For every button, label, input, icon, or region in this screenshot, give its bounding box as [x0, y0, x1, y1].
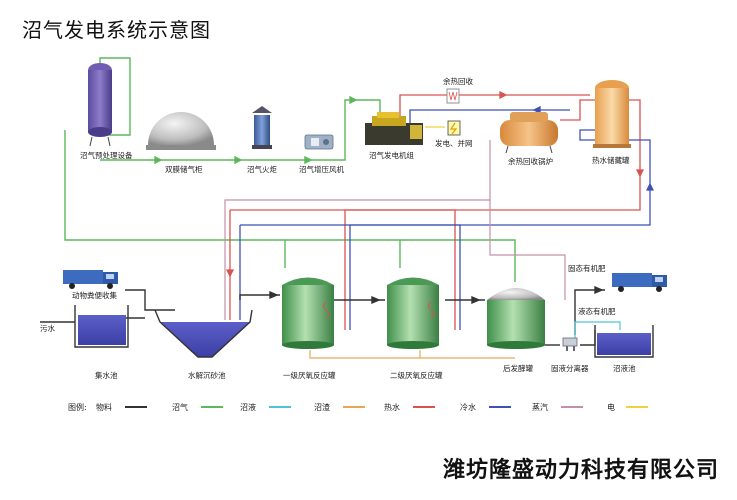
legend-label-hot: 热水 [384, 402, 400, 412]
label-reactor2: 二级厌氧反应罐 [390, 370, 443, 380]
hydrolysis-pool [154, 309, 253, 358]
legend-label-steam: 蒸汽 [532, 402, 548, 412]
legend-label-power: 电 [607, 402, 615, 412]
label-slurry-pool: 沼液池 [613, 363, 636, 373]
label-hydrolysis: 水解沉砂池 [188, 370, 226, 380]
legend: 图例: 物料 沼气 沼液 沼渣 热水 冷水 蒸汽 电 [68, 402, 648, 412]
slurry-pool [594, 325, 654, 358]
pretreatment-tank [88, 63, 112, 147]
reactor-1 [282, 277, 334, 349]
legend-label-residue: 沼渣 [314, 402, 330, 412]
legend-label-cold: 冷水 [460, 402, 476, 412]
label-sewage: 污水 [40, 323, 55, 333]
label-grid: 发电、并网 [435, 138, 473, 148]
gas-pipelines [64, 57, 516, 282]
grid-box [447, 120, 461, 136]
waste-heat-boiler [500, 112, 558, 154]
label-manure: 动物粪便收集 [72, 290, 117, 300]
steam-pipelines [224, 140, 566, 320]
post-fermentation-tank [487, 288, 545, 349]
slurry-pipelines [574, 321, 621, 340]
label-solid-fert: 固态有机肥 [568, 263, 606, 273]
label-reactor1: 一级厌氧反应罐 [283, 370, 336, 380]
company-name: 潍坊隆盛动力科技有限公司 [442, 458, 719, 483]
label-heat-recovery: 余热回收 [443, 76, 473, 86]
separator-unit [562, 337, 578, 351]
label-boiler: 余热回收锅炉 [508, 156, 553, 166]
label-hot-tank: 热水储藏罐 [592, 155, 630, 165]
heat-exchanger [446, 88, 460, 104]
label-post-ferment: 后发酵罐 [503, 363, 533, 373]
legend-prefix: 图例: [68, 402, 87, 412]
label-liquid-fert: 液态有机肥 [578, 306, 616, 316]
truck-solid-fertilizer [612, 273, 667, 292]
label-gas-holder: 双膜储气柜 [165, 164, 203, 174]
hot-water-pipelines [225, 90, 645, 330]
booster-fan [304, 134, 334, 150]
label-torch: 沼气火炬 [247, 164, 277, 174]
legend-label-material: 物料 [96, 402, 112, 412]
page-title: 沼气发电系统示意图 [22, 18, 211, 42]
label-collect-pool: 集水池 [95, 370, 118, 380]
hot-water-tank [593, 80, 631, 148]
collection-pool [74, 305, 129, 348]
generator-set [365, 112, 423, 145]
reactor-2 [387, 277, 439, 349]
legend-label-slurry: 沼液 [240, 402, 256, 412]
cold-water-pipelines [239, 105, 655, 330]
legend-label-gas: 沼气 [172, 402, 188, 412]
label-pretreatment: 沼气预处理设备 [80, 150, 133, 160]
torch-tank [252, 106, 272, 149]
truck-manure [63, 270, 118, 289]
label-separator: 固液分离器 [551, 363, 589, 373]
residue-pipelines [309, 350, 515, 359]
label-booster: 沼气增压风机 [299, 164, 344, 174]
gas-holder-dome [146, 112, 216, 150]
label-genset: 沼气发电机组 [369, 150, 414, 160]
